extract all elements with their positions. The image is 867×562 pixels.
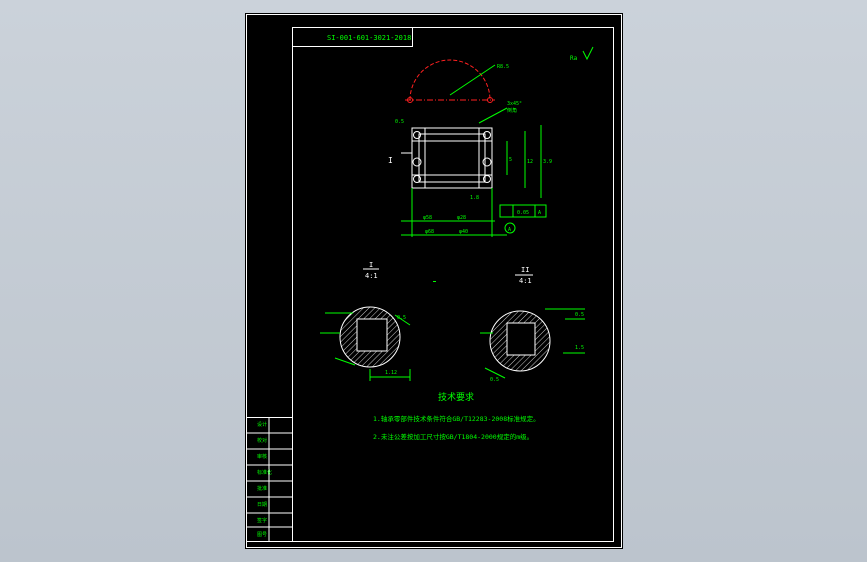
dim-side-text: 倒角	[507, 107, 517, 114]
title-cell-3: 审核	[257, 453, 267, 460]
title-cell-2: 校对	[257, 437, 267, 444]
tech-note-2: 2.未注公差按加工尺寸按GB/T1804-2000规定的m级。	[373, 432, 533, 441]
cad-drawing: SI-001-601-3021-2018 Ra 设计 校对 审核 标准化 批准 …	[246, 14, 622, 548]
title-cell-7: 签字	[257, 517, 267, 524]
dim-width1: 1.8	[470, 195, 479, 201]
dim-width2: 3.9	[543, 159, 552, 165]
view1-roman: I	[369, 261, 373, 269]
section-mark-i: I	[388, 156, 393, 165]
roughness-symbol	[582, 46, 594, 61]
dim-bottom3: φ68	[425, 229, 434, 235]
roughness-mark: Ra	[570, 55, 578, 62]
tolerance-datum: A	[538, 210, 541, 216]
outer-border	[246, 14, 622, 548]
part-number-box	[292, 27, 413, 47]
tech-title: 技术要求	[438, 391, 474, 403]
part-number: SI-001-601-3021-2018	[327, 34, 411, 42]
detail1-dim-b: 0.5	[397, 315, 406, 321]
center-arc	[409, 59, 491, 101]
detail-view-2: 0.5 1.5 0.5	[480, 308, 585, 383]
title-cell-6: 日期	[257, 502, 267, 508]
detail1-dim-a: 1.12	[385, 370, 397, 376]
datum-mark: A	[508, 227, 511, 233]
detail-view-1: 1.12 0.5	[320, 306, 411, 381]
dim-side-top: 3x45°	[507, 101, 522, 107]
drawing-sheet: SI-001-601-3021-2018 Ra 设计 校对 审核 标准化 批准 …	[245, 13, 623, 549]
title-cell-8: 图号	[257, 532, 267, 538]
left-title-column	[246, 417, 293, 542]
tolerance-value: 0.05	[517, 210, 529, 216]
radius-label: R8.5	[497, 64, 509, 70]
view2-roman: II	[521, 266, 529, 274]
detail2-dim-b: 1.5	[575, 345, 584, 351]
dim-chamfer-top: 0.5	[395, 119, 404, 125]
view1-scale: 4:1	[365, 272, 378, 280]
inner-border	[292, 27, 614, 542]
detail2-dim-a: 0.5	[575, 312, 584, 318]
view2-scale: 4:1	[519, 277, 532, 285]
title-cell-4: 标准化	[257, 469, 272, 476]
title-cell-5: 批准	[257, 485, 267, 492]
dim-height2: 5	[509, 157, 512, 163]
dim-bottom1: φ58	[423, 215, 432, 221]
detail2-dim-c: 0.5	[490, 377, 499, 383]
bearing-main-view: R8.5 I 3x45°	[388, 59, 552, 237]
dim-bottom2: φ28	[457, 215, 466, 221]
dim-bottom4: φ40	[459, 229, 468, 235]
dim-height: 12	[527, 159, 533, 165]
tech-note-1: 1.轴承零部件技术条件符合GB/T12283-2008标准规定。	[373, 414, 540, 423]
title-cell-1: 设计	[257, 421, 267, 428]
